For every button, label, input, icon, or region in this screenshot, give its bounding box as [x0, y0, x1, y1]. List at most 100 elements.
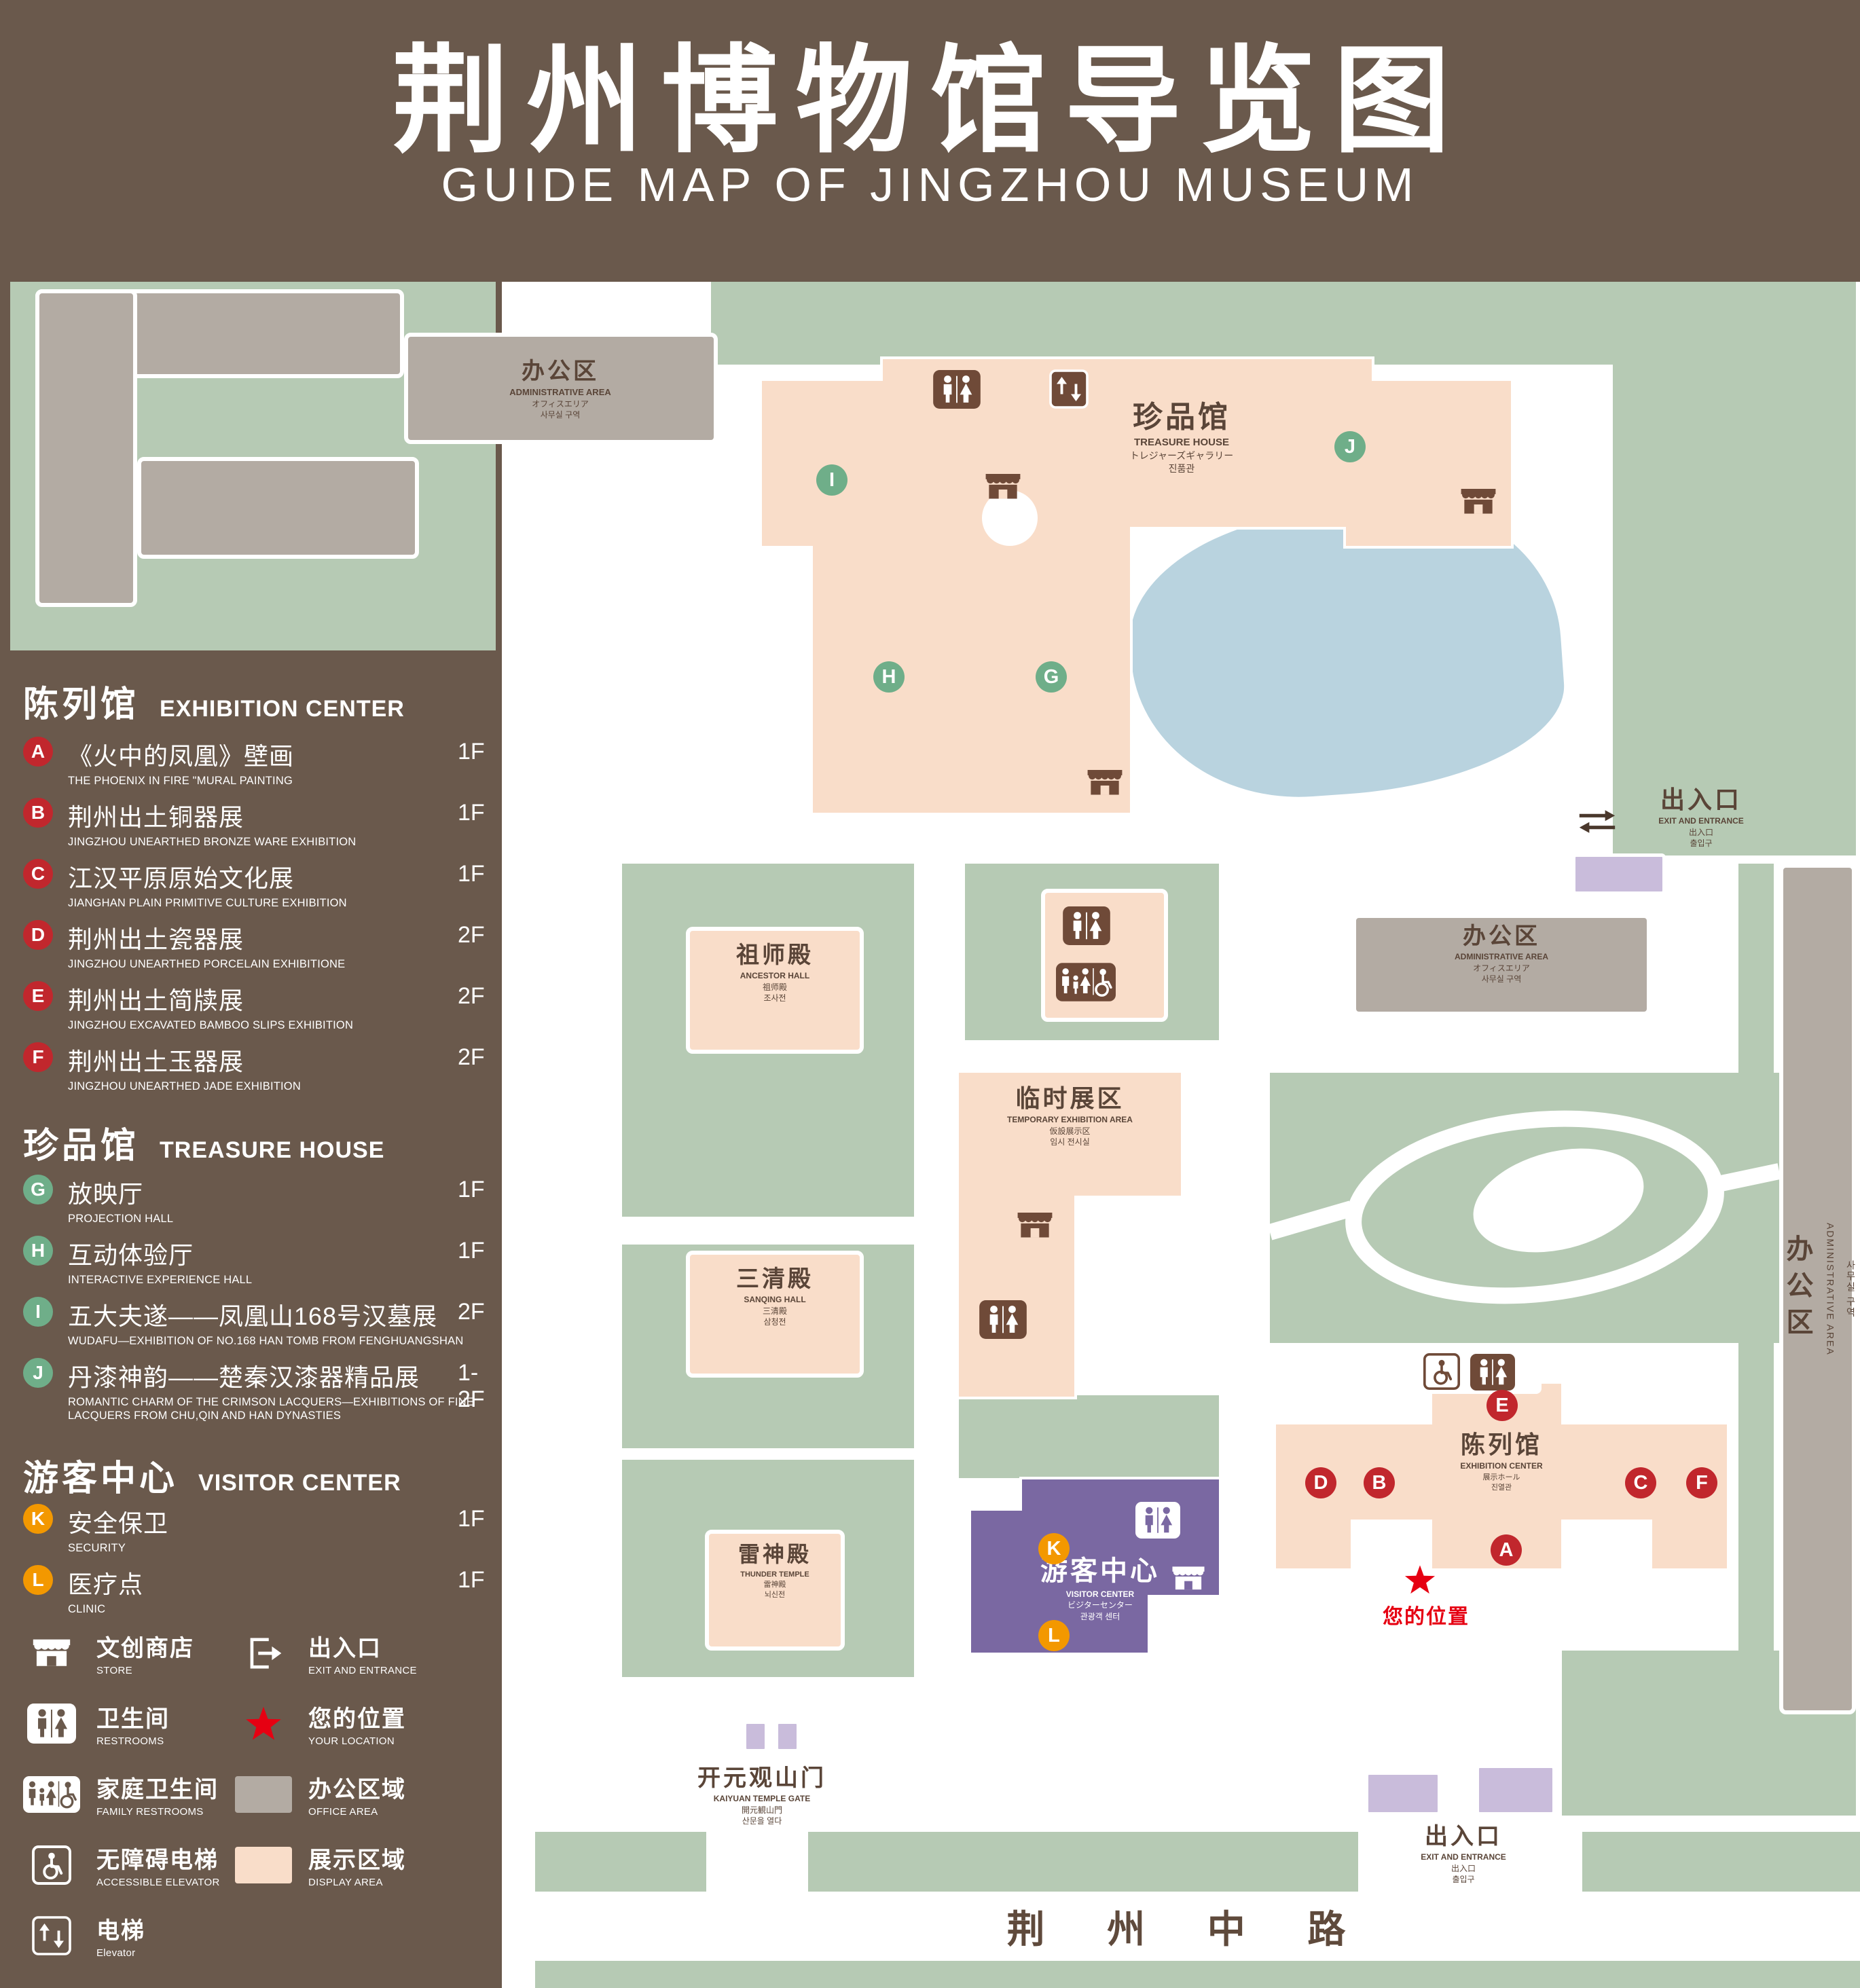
- legend-symbol-family-restrooms: 家庭卫生间 FAMILY RESTROOMS: [23, 1771, 219, 1818]
- marker-A: A: [1491, 1534, 1522, 1566]
- label-zh: 开元观山门: [697, 1765, 826, 1791]
- visitor-center-label: 游客中心 VISITOR CENTER ビジターセンター 관광객 센터: [1022, 1556, 1178, 1621]
- legend-marker: A: [23, 737, 53, 767]
- store-icon: [1083, 765, 1127, 801]
- item-zh: 江汉平原原始文化展: [68, 864, 295, 892]
- label-en: ADMINISTRATIVE AREA: [509, 387, 611, 398]
- temporary-exhibition-building: [959, 1073, 1181, 1397]
- item-floor: 2F: [458, 1044, 485, 1070]
- store-icon: [1457, 483, 1500, 520]
- item-floor: 1F: [458, 1506, 485, 1532]
- symbol-zh: 电梯: [96, 1918, 145, 1944]
- legend-item-K: K 安全保卫 SECURITY 1F: [23, 1504, 503, 1556]
- exit-top-label: 出入口 EXIT AND ENTRANCE 出入口 출입구: [1623, 786, 1779, 849]
- marker-letter: K: [1046, 1537, 1061, 1560]
- item-en: JINGZHOU UNEARTHED BRONZE WARE EXHIBITIO…: [68, 836, 357, 848]
- legend-marker: K: [23, 1504, 53, 1534]
- your-location-star-icon: [1404, 1564, 1436, 1596]
- legend-item-D: D 荆州出土瓷器展 JINGZHOU UNEARTHED PORCELAIN E…: [23, 920, 503, 972]
- accessible-elevator-icon: [1423, 1352, 1461, 1391]
- exit-entrance-icon: [235, 1632, 292, 1674]
- item-zh: 荆州出土玉器展: [68, 1048, 244, 1075]
- page-subtitle: GUIDE MAP OF JINGZHOU MUSEUM: [441, 158, 1419, 211]
- label-zh: 雷神殿: [737, 1542, 812, 1566]
- restroom-icon: [1470, 1354, 1515, 1391]
- restroom-icon: [23, 1704, 80, 1744]
- label-en: TEMPORARY EXHIBITION AREA: [1007, 1115, 1133, 1125]
- legend-section-visitor-center: 游客中心 VISITOR CENTER: [23, 1450, 401, 1501]
- legend-item-F: F 荆州出土玉器展 JINGZHOU UNEARTHED JADE EXHIBI…: [23, 1042, 503, 1094]
- item-zh: 荆州出土铜器展: [68, 803, 244, 831]
- label-zh: 祖师殿: [736, 942, 814, 968]
- store-icon: [981, 468, 1025, 505]
- marker-letter: A: [1499, 1539, 1514, 1561]
- marker-L: L: [1038, 1620, 1070, 1651]
- legend-item-J: J 丹漆神韵——楚秦汉漆器精品展 ROMANTIC CHARM OF THE C…: [23, 1358, 503, 1423]
- label-kr: 관광객 센터: [1080, 1611, 1120, 1621]
- section-title-en: TREASURE HOUSE: [160, 1137, 385, 1163]
- accessible-elevator-icon: [23, 1845, 80, 1885]
- entrance-pad-bottom-1: [1365, 1771, 1441, 1816]
- legend-symbol-elevator: 电梯 Elevator: [23, 1912, 145, 1959]
- symbol-zh: 无障碍电梯: [96, 1847, 219, 1873]
- admin-building-left: [35, 289, 137, 607]
- label-jp: オフィスエリア: [532, 399, 589, 409]
- legend-section-exhibition-center: 陈列馆 EXHIBITION CENTER: [23, 676, 405, 726]
- gate-post-right: [775, 1720, 800, 1752]
- symbol-en: ACCESSIBLE ELEVATOR: [96, 1877, 220, 1888]
- lawn-mid: [959, 1395, 1219, 1478]
- legend-item-C: C 江汉平原原始文化展 JIANGHAN PLAIN PRIMITIVE CUL…: [23, 859, 503, 910]
- symbol-zh: 办公区域: [308, 1777, 406, 1803]
- legend-symbol-exit: 出入口 EXIT AND ENTRANCE: [235, 1630, 417, 1676]
- page-title: 荆州博物馆导览图: [392, 36, 1468, 166]
- lawn-below-road: [535, 1961, 1860, 1988]
- legend-item-E: E 荆州出土简牍展 JINGZHOU EXCAVATED BAMBOO SLIP…: [23, 981, 503, 1033]
- legend-marker: C: [23, 859, 53, 889]
- section-title-en: EXHIBITION CENTER: [160, 696, 405, 722]
- legend-item-B: B 荆州出土铜器展 JINGZHOU UNEARTHED BRONZE WARE…: [23, 798, 503, 849]
- label-kr: 사무실 구역: [1845, 1259, 1857, 1319]
- marker-letter: E: [1495, 1394, 1509, 1416]
- item-en: JINGZHOU UNEARTHED PORCELAIN EXHIBITIONE: [68, 958, 346, 970]
- lawn-road-band-2: [808, 1832, 1358, 1892]
- item-zh: 荆州出土瓷器展: [68, 925, 244, 953]
- marker-D: D: [1305, 1467, 1336, 1498]
- label-kr: 진품관: [1168, 462, 1195, 474]
- legend-marker: E: [23, 981, 53, 1011]
- lawn-road-band-1: [535, 1832, 706, 1892]
- marker-letter: H: [881, 665, 896, 688]
- marker-G: G: [1036, 661, 1067, 693]
- restroom-icon: [1063, 906, 1110, 945]
- item-floor: 2F: [458, 1299, 485, 1325]
- legend-marker: B: [23, 798, 53, 828]
- item-zh: 五大夫遂——凤凰山168号汉墓展: [68, 1302, 438, 1330]
- item-zh: 荆州出土简牍展: [68, 987, 244, 1014]
- label-jp: 開元観山門: [741, 1805, 782, 1815]
- item-en: THE PHOENIX IN FIRE "MURAL PAINTING: [68, 775, 293, 787]
- label-en: ADMINISTRATIVE AREA: [1455, 952, 1548, 962]
- ancestor-hall-label: 祖师殿 ANCESTOR HALL 祖师殿 조사전: [686, 942, 864, 1003]
- thunder-temple-label: 雷神殿 THUNDER TEMPLE 雷神殿 뇌신전: [705, 1542, 845, 1600]
- item-zh: 医疗点: [68, 1570, 144, 1598]
- sanqing-hall-building: [686, 1251, 864, 1378]
- legend-marker: G: [23, 1175, 53, 1204]
- treasure-house-label: 珍品馆 TREASURE HOUSE トレジャーズギャラリー 진품관: [1059, 401, 1304, 474]
- treasure-house-building: [762, 359, 1511, 813]
- item-floor: 1F: [458, 1238, 485, 1264]
- label-en: KAIYUAN TEMPLE GATE: [713, 1794, 811, 1804]
- symbol-en: YOUR LOCATION: [308, 1735, 395, 1747]
- exit-entrance-icon: [1575, 807, 1619, 836]
- family-restroom-icon: [23, 1775, 80, 1813]
- item-en: WUDAFU—EXHIBITION OF NO.168 HAN TOMB FRO…: [68, 1335, 464, 1347]
- your-location-text: 您的位置: [1383, 1606, 1470, 1628]
- symbol-zh: 卫生间: [96, 1706, 170, 1732]
- label-jp: ビジターセンター: [1068, 1600, 1133, 1610]
- item-zh: 互动体验厅: [68, 1241, 194, 1269]
- elevator-icon: [1048, 369, 1089, 409]
- symbol-zh: 文创商店: [96, 1636, 194, 1661]
- item-zh: 安全保卫: [68, 1509, 169, 1537]
- label-zh: 办公区: [1463, 923, 1540, 949]
- label-kr: 진열관: [1491, 1484, 1512, 1492]
- item-en: JINGZHOU UNEARTHED JADE EXHIBITION: [68, 1080, 301, 1092]
- your-location-star-icon: [235, 1706, 292, 1742]
